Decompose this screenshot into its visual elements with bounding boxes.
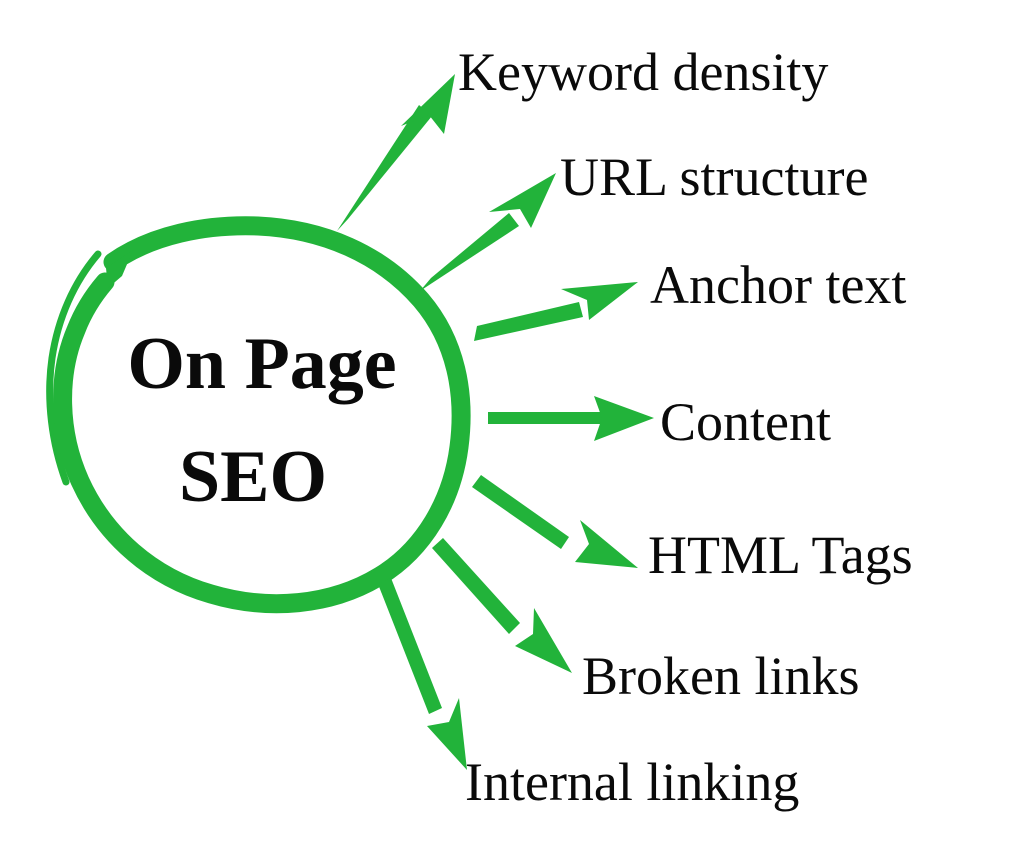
branch-label-url-structure: URL structure xyxy=(560,147,868,207)
connector-html-tags xyxy=(472,475,638,568)
center-circle-group xyxy=(46,216,471,614)
branch-label-anchor-text: Anchor text xyxy=(650,255,906,315)
connector-broken-links xyxy=(432,538,572,673)
center-node-text: On Page SEO xyxy=(127,323,396,518)
branch-label-keyword-density: Keyword density xyxy=(458,42,828,102)
branch-label-internal-linking: Internal linking xyxy=(465,752,799,812)
circle-tail-stroke xyxy=(46,250,102,486)
branch-label-html-tags: HTML Tags xyxy=(648,525,913,585)
branch-label-broken-links: Broken links xyxy=(582,646,860,706)
connector-content xyxy=(488,396,654,441)
center-label-line2: SEO xyxy=(179,436,327,518)
arrow-head xyxy=(489,173,556,228)
arrow-head xyxy=(594,396,654,441)
arrow-head xyxy=(427,698,467,770)
connector-keyword-density xyxy=(337,74,455,231)
arrow-head xyxy=(561,282,638,320)
arrow-shaft xyxy=(488,412,604,424)
circle-main-stroke xyxy=(53,216,471,614)
arrow-shaft xyxy=(472,475,569,549)
branch-label-content: Content xyxy=(660,392,831,452)
arrow-head xyxy=(575,520,638,568)
connector-internal-linking xyxy=(378,578,467,770)
arrow-shaft xyxy=(420,213,519,291)
arrow-head xyxy=(401,74,455,134)
arrow-shaft xyxy=(337,105,432,231)
arrow-shaft xyxy=(432,538,520,634)
center-label-line1: On Page xyxy=(127,323,396,405)
arrow-shaft xyxy=(474,302,583,341)
connector-anchor-text xyxy=(474,282,638,341)
circle-brush-flare xyxy=(106,250,133,288)
arrow-shaft xyxy=(378,578,442,714)
arrow-head xyxy=(515,608,572,673)
connector-url-structure xyxy=(420,173,556,291)
